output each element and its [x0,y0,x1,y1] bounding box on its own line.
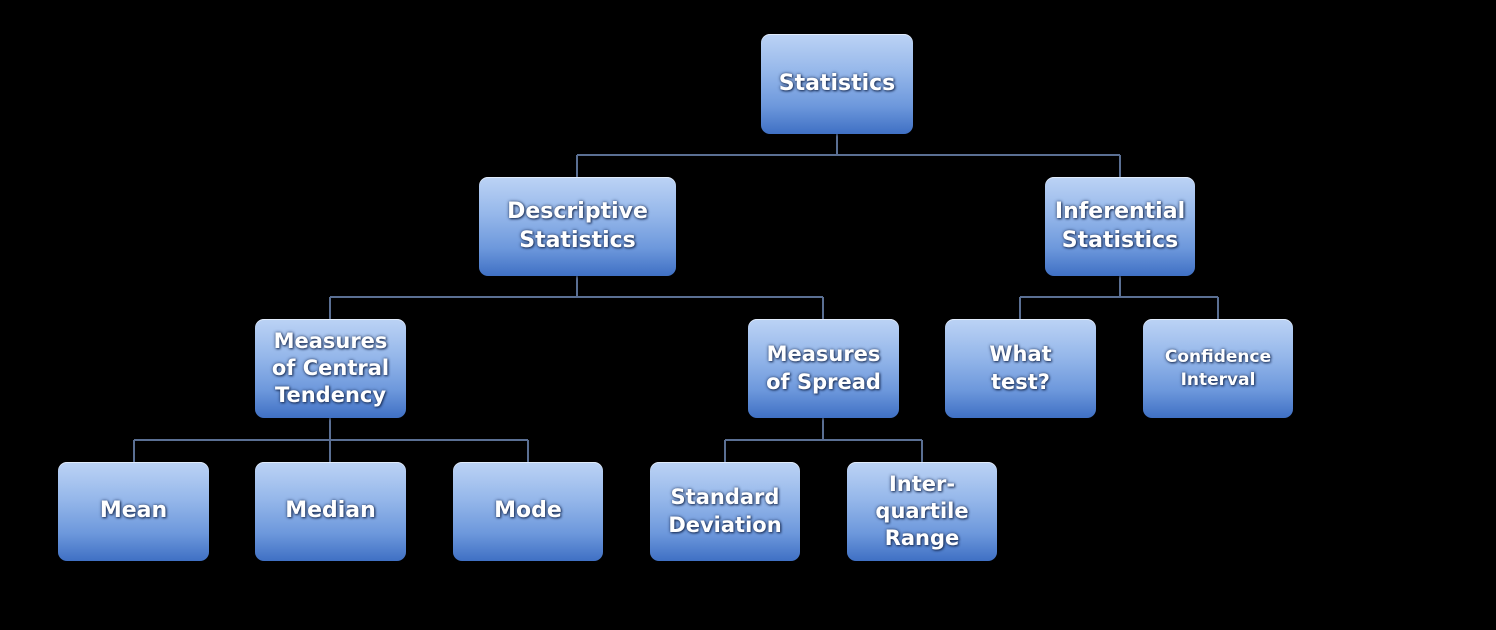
node-interquartile-range: Inter- quartile Range [847,462,997,561]
node-mean: Mean [58,462,209,561]
node-confidence-interval: Confidence Interval [1143,319,1293,418]
node-inferential-statistics: Inferential Statistics [1045,177,1195,276]
node-median: Median [255,462,406,561]
node-descriptive-statistics: Descriptive Statistics [479,177,676,276]
node-what-test: What test? [945,319,1096,418]
node-measures-of-central-tendency: Measures of Central Tendency [255,319,406,418]
node-measures-of-spread: Measures of Spread [748,319,899,418]
node-statistics: Statistics [761,34,913,134]
node-mode: Mode [453,462,603,561]
node-standard-deviation: Standard Deviation [650,462,800,561]
